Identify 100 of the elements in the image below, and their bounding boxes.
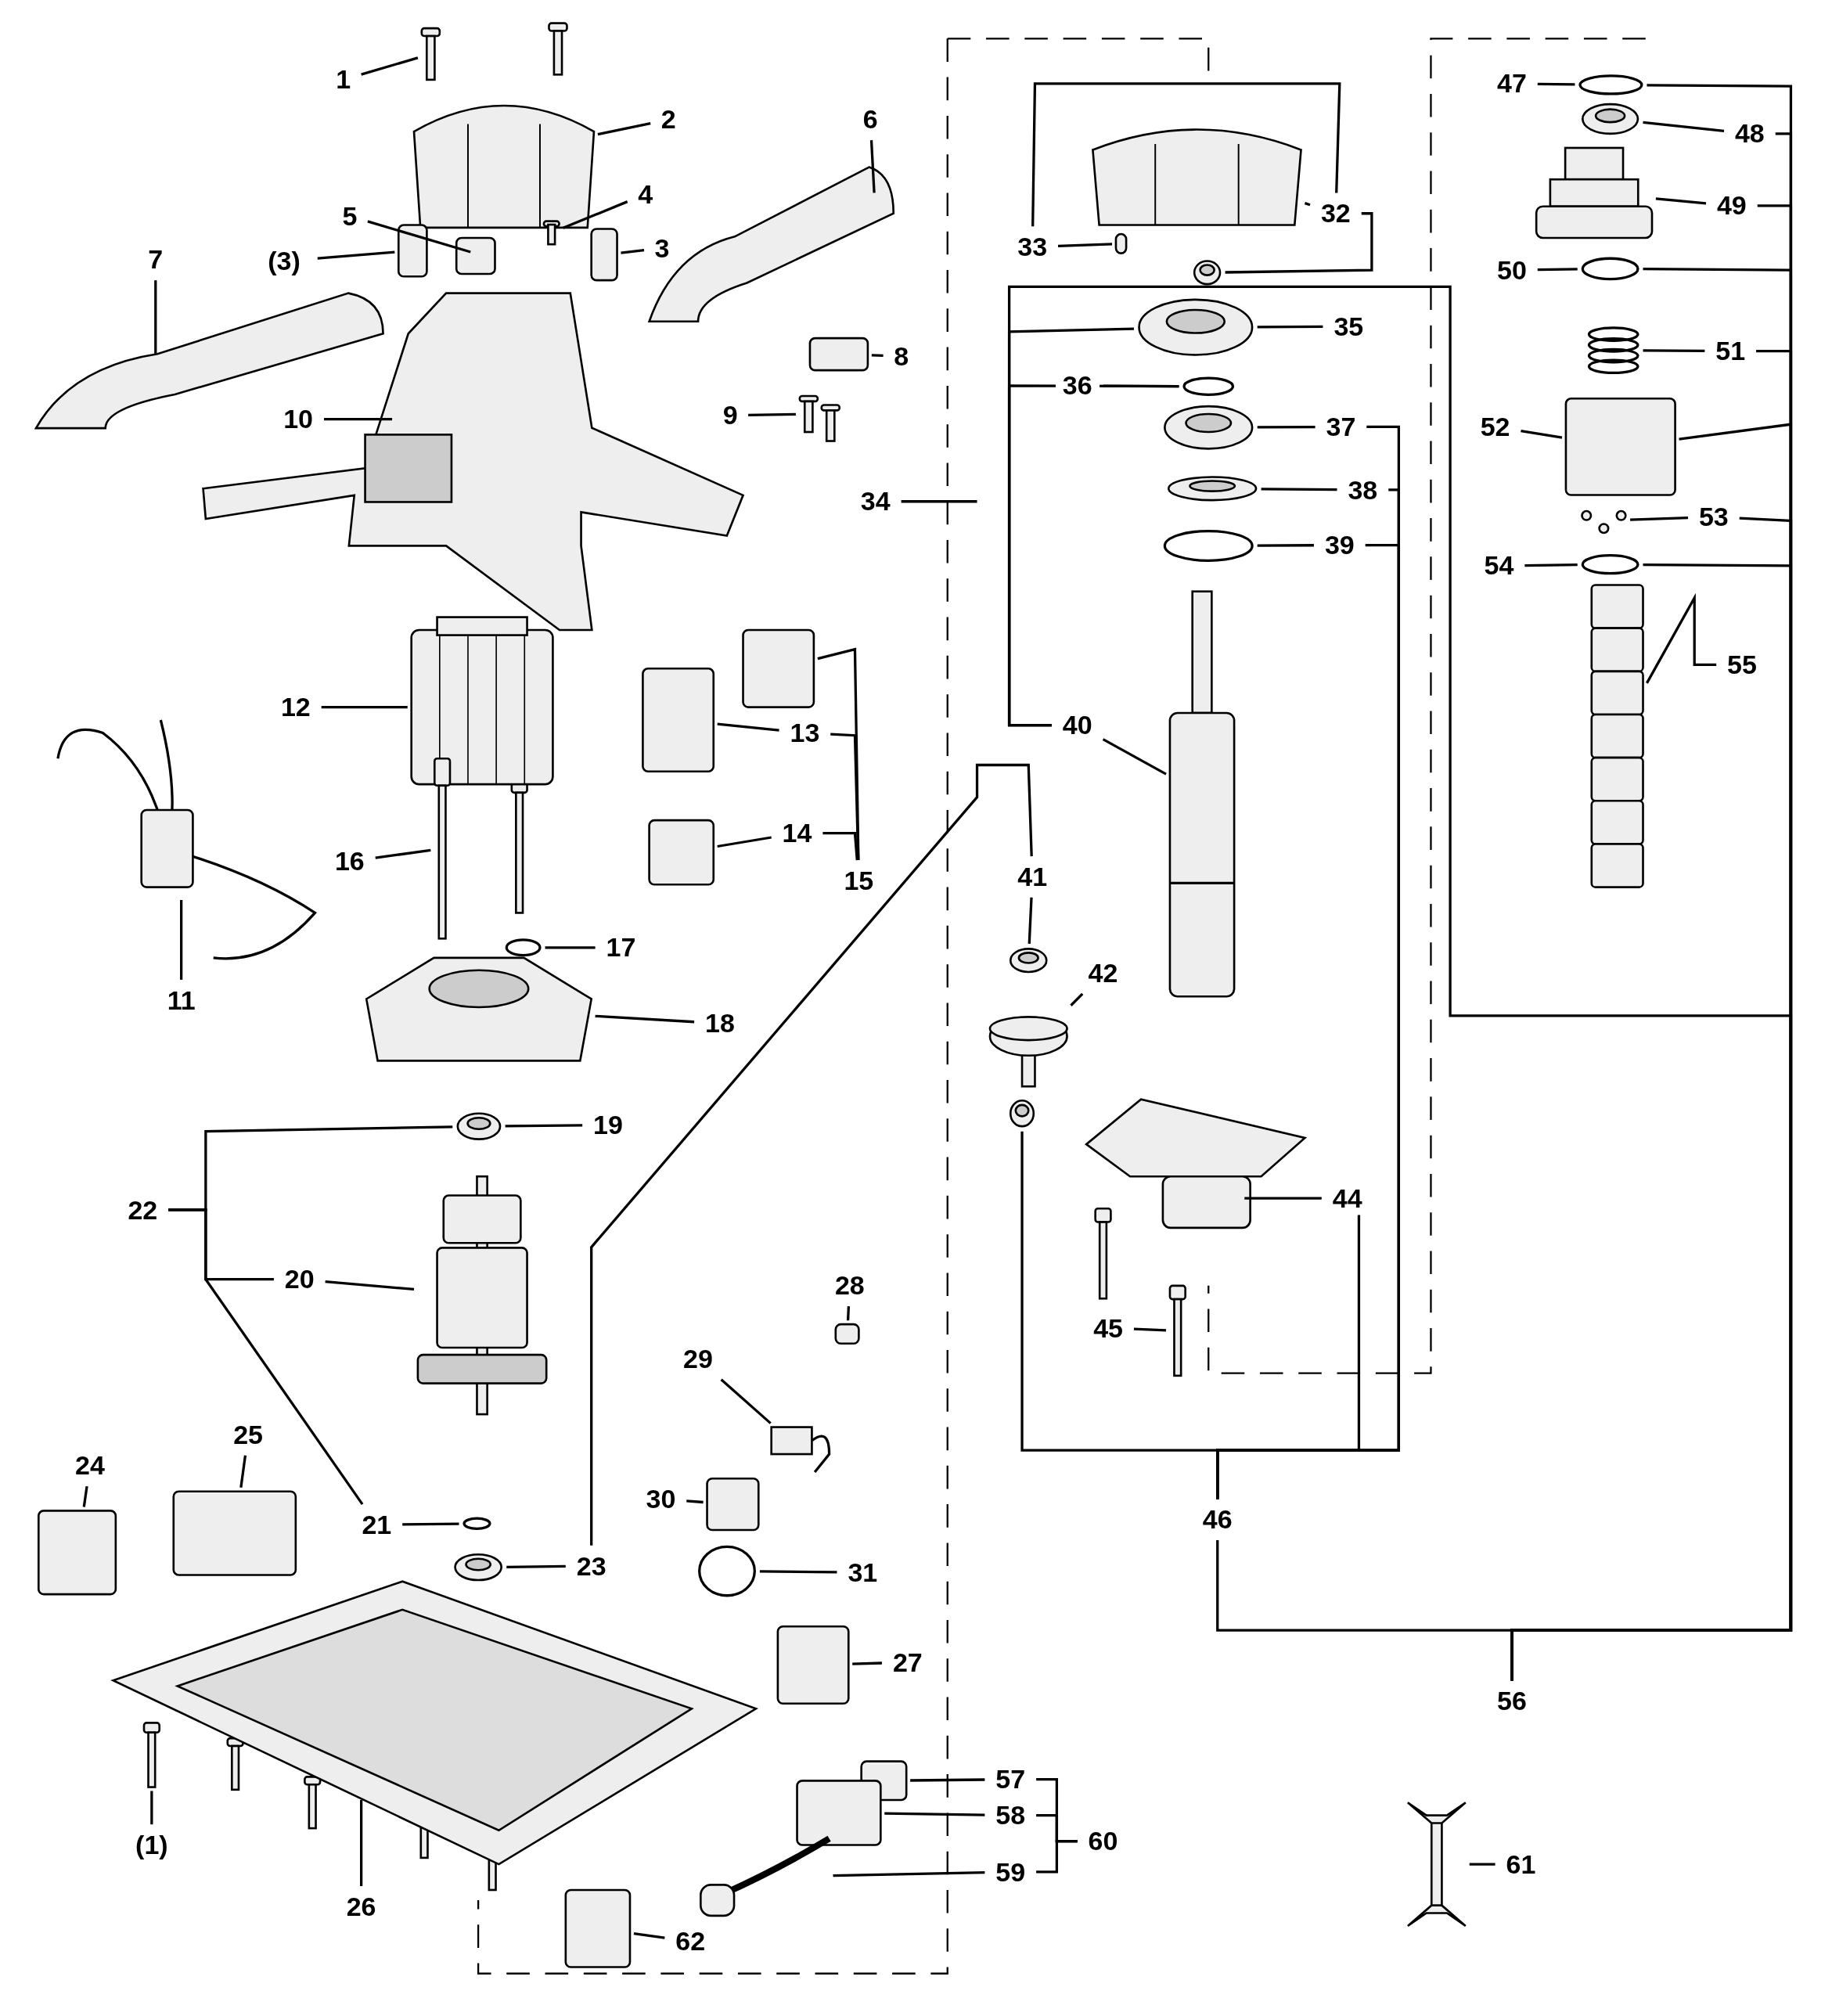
bearing — [1009, 1099, 1035, 1128]
sleeve — [1582, 103, 1639, 135]
leader-line — [830, 733, 860, 861]
bearing — [454, 1553, 502, 1582]
collar — [1535, 146, 1654, 239]
leader-line — [1057, 243, 1113, 247]
o-ring — [698, 1545, 756, 1597]
motor-cover — [412, 104, 596, 229]
gear-cover — [1092, 128, 1302, 226]
chuck-sleeve — [1564, 398, 1676, 496]
spindle — [1168, 590, 1236, 998]
power-cable — [700, 1835, 831, 1917]
bearing — [1164, 405, 1254, 450]
leader-line — [595, 1014, 695, 1024]
ring — [1578, 74, 1643, 95]
stator — [410, 616, 554, 786]
leader-line — [154, 280, 157, 354]
hex-shaft — [1590, 584, 1644, 888]
leader-line — [505, 1124, 583, 1128]
leader-line — [633, 1932, 665, 1939]
leader-line — [748, 412, 796, 416]
handle-grip — [172, 1490, 297, 1576]
leader-line — [506, 1564, 566, 1568]
leader-line — [1257, 425, 1316, 429]
leader-line — [1102, 738, 1167, 776]
gear — [988, 1016, 1068, 1088]
spring — [1587, 326, 1639, 375]
leader-line — [1028, 897, 1033, 944]
leader-line — [901, 500, 977, 503]
spring-clip — [834, 1323, 860, 1345]
leader-line — [1524, 563, 1578, 567]
long-screw — [433, 758, 452, 940]
leader-line — [545, 946, 596, 949]
gear-wheel — [1138, 298, 1254, 356]
leader-line — [717, 836, 772, 848]
screw — [542, 220, 560, 246]
brush-holder — [590, 228, 618, 282]
plug-adapter — [564, 1888, 632, 1968]
brush-holder — [397, 224, 428, 278]
leader-line — [717, 722, 779, 732]
handle — [34, 292, 384, 430]
leader-line — [402, 1522, 459, 1526]
bearing — [1009, 948, 1048, 974]
leader-line — [759, 1570, 837, 1574]
circlip — [1163, 529, 1254, 562]
leader-line — [1469, 1863, 1495, 1866]
leader-line — [375, 848, 431, 859]
leader-line — [325, 1280, 415, 1291]
leader-line — [822, 831, 858, 861]
leader-line — [82, 1485, 88, 1507]
foot-cap — [37, 1510, 117, 1596]
clip — [808, 337, 869, 372]
ring — [1581, 554, 1639, 575]
screw — [798, 394, 819, 434]
leader-line — [1070, 992, 1084, 1006]
leader-line — [1244, 1197, 1322, 1200]
leader-line — [1655, 197, 1707, 205]
leader-line — [621, 249, 645, 254]
switch-box — [648, 819, 715, 886]
bearing — [456, 1112, 502, 1140]
leader-line — [686, 1499, 704, 1504]
leader-line — [321, 705, 408, 709]
washer — [1168, 476, 1258, 502]
ring — [1581, 257, 1639, 281]
leader-line — [1304, 202, 1311, 207]
leader-line — [871, 354, 884, 358]
leader-line — [1643, 121, 1725, 133]
fan-cover — [365, 956, 593, 1062]
armature — [416, 1175, 548, 1416]
leader-line — [884, 1812, 985, 1816]
leader-line — [1036, 1839, 1078, 1874]
leader-line — [597, 121, 651, 136]
pin — [1114, 232, 1128, 254]
bushing — [1193, 260, 1222, 286]
long-screw — [1168, 1284, 1186, 1377]
screw — [142, 1722, 161, 1788]
switch-clip — [742, 628, 815, 708]
screw — [420, 27, 441, 81]
balls — [1581, 509, 1627, 535]
leader-line — [720, 1378, 772, 1424]
o-ring — [505, 938, 542, 957]
knob — [706, 1477, 760, 1532]
leader-line — [846, 1306, 851, 1321]
leader-line — [1133, 1327, 1167, 1332]
leader-line — [833, 1870, 985, 1877]
circlip — [1182, 376, 1235, 397]
switch — [642, 668, 715, 773]
leader-line — [168, 1208, 364, 1506]
leader-line — [150, 1791, 153, 1825]
brush-block — [455, 236, 496, 275]
leader-line — [910, 1778, 985, 1782]
cable-grommet — [796, 1780, 882, 1846]
leader-line — [1225, 212, 1373, 274]
leader-line — [1537, 82, 1575, 86]
leader-line — [324, 417, 393, 421]
leader-line — [239, 1455, 247, 1488]
leader-line — [590, 763, 1033, 1546]
leader-line — [367, 220, 471, 254]
leader-line — [361, 56, 419, 76]
gear-housing — [1085, 1098, 1308, 1229]
